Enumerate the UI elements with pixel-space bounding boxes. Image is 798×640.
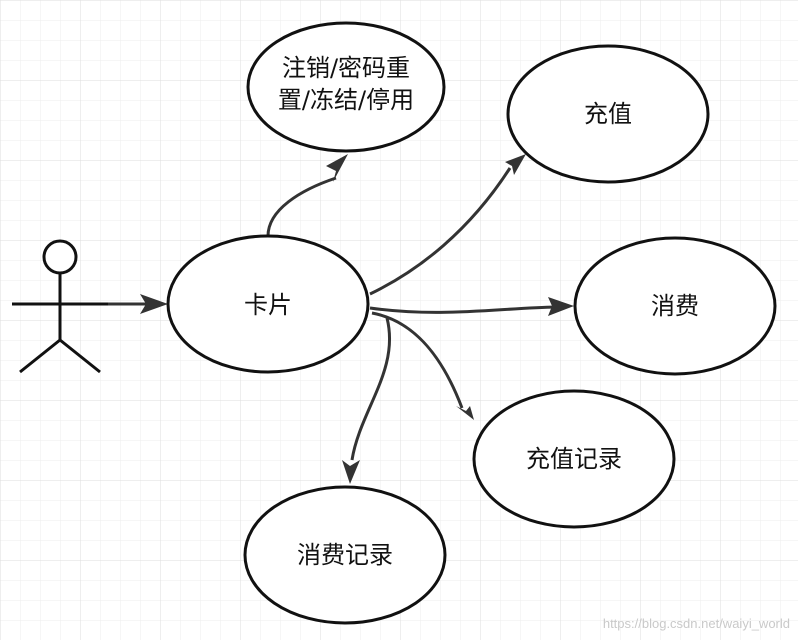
actor-figure [12, 239, 108, 374]
arrowhead-recharge [505, 154, 526, 175]
use-case-recharge-record[interactable]: 充值记录 [472, 389, 676, 529]
use-case-card[interactable]: 卡片 [166, 234, 370, 374]
use-case-recharge-ellipse[interactable] [506, 44, 710, 184]
actor-head [42, 239, 78, 275]
arrowhead-consume-record [342, 460, 360, 484]
edge-card-to-cancel [266, 176, 337, 237]
use-case-card-ellipse[interactable] [166, 234, 370, 374]
use-case-cancel[interactable]: 注销/密码重 置/冻结/停用 [246, 21, 446, 153]
use-case-cancel-label-line1: 注销/密码重 [282, 54, 410, 82]
arrowhead-cancel [326, 154, 348, 182]
use-case-recharge[interactable]: 充值 [506, 44, 710, 184]
use-case-consume-record-ellipse[interactable] [243, 485, 447, 625]
actor-left-leg [19, 338, 61, 374]
arrowhead-recharge-record [456, 406, 474, 420]
watermark: https://blog.csdn.net/waiyi_world [603, 616, 790, 631]
use-case-consume-record-label: 消费记录 [297, 541, 393, 569]
use-case-consume-label: 消费 [651, 292, 699, 320]
arrowhead-card [140, 294, 168, 314]
use-case-consume-ellipse[interactable] [573, 236, 777, 376]
use-case-recharge-record-ellipse[interactable] [472, 389, 676, 529]
arrowhead-consume [548, 297, 574, 316]
actor-right-leg [59, 338, 101, 374]
use-case-consume-record[interactable]: 消费记录 [243, 485, 447, 625]
edges [108, 167, 557, 461]
use-case-card-label: 卡片 [244, 291, 292, 319]
edge-card-to-recharge-record [371, 311, 464, 409]
edge-card-to-recharge [369, 167, 512, 296]
edge-card-to-consume [369, 305, 557, 314]
use-case-cancel-ellipse[interactable] [246, 21, 446, 153]
edge-card-to-consume-record [350, 317, 392, 461]
use-case-consume[interactable]: 消费 [573, 236, 777, 376]
use-case-cancel-label-line2: 置/冻结/停用 [278, 86, 414, 114]
use-case-recharge-label: 充值 [584, 100, 632, 128]
use-case-recharge-record-label: 充值记录 [526, 445, 622, 473]
